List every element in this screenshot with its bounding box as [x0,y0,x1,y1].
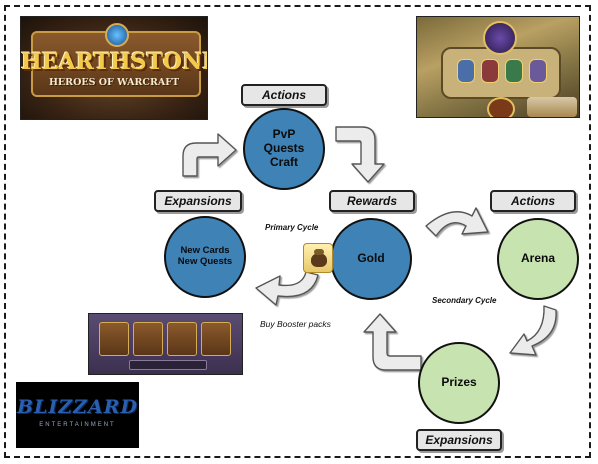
hero-portrait [483,21,517,55]
blizzard-subtext: ENTERTAINMENT [39,422,116,428]
node-text: Prizes [441,375,477,390]
node-pvp-quests-craft: PvP Quests Craft [243,108,325,190]
booster-packs-image [88,313,243,375]
booster-pack [201,322,231,356]
game-board-image [416,16,580,118]
logo-plaque [31,31,201,97]
booster-pack [133,322,163,356]
note-buy-booster: Buy Booster packs [260,319,331,329]
node-text: New Quests [177,256,233,267]
node-gold: Gold [330,218,412,300]
node-text: Craft [269,154,298,169]
gold-pouch-icon [303,243,333,273]
node-text: Gold [357,251,385,266]
booster-pack [99,322,129,356]
label-expansions-left: Expansions [154,190,242,212]
curved-arrow-icon [425,207,489,237]
card-minion [481,59,499,83]
card-minion [505,59,523,83]
node-text: New Cards [180,245,230,257]
blizzard-logo-image: BLIZZARD ENTERTAINMENT [16,382,139,448]
pouch-body [311,253,327,267]
hearthstone-subtitle: HEROES OF WARCRAFT [48,77,180,88]
hearthstone-title: HEARTHSTONE [21,49,208,75]
curved-arrow-icon [182,133,237,177]
curved-arrow-icon [335,126,385,183]
pouch-tie [314,249,324,255]
player-portrait [487,97,515,117]
node-text: Quests [263,141,305,156]
diagram-frame [4,5,591,458]
node-arena: Arena [497,218,579,300]
card-minion [457,59,475,83]
node-new-cards: New Cards New Quests [164,216,246,298]
shop-bar [129,360,207,370]
curved-arrow-icon [255,271,319,306]
card-minion [529,59,547,83]
label-rewards: Rewards [329,190,415,212]
hearthstone-logo-image: HEARTHSTONE HEROES OF WARCRAFT [20,16,208,120]
label-actions-top: Actions [241,84,327,106]
node-text: PvP [272,127,296,142]
note-primary-cycle: Primary Cycle [265,223,319,232]
booster-pack [167,322,197,356]
logo-gem [105,23,129,47]
node-text: Arena [520,251,555,266]
label-actions-right: Actions [490,190,576,212]
curved-arrow-icon [363,313,422,371]
player-hand [527,97,577,117]
note-secondary-cycle: Secondary Cycle [432,296,497,305]
label-expansions-bottom: Expansions [416,429,502,451]
blizzard-wordmark: BLIZZARD [16,396,139,418]
node-prizes: Prizes [418,342,500,424]
curved-arrow-icon [509,305,557,356]
